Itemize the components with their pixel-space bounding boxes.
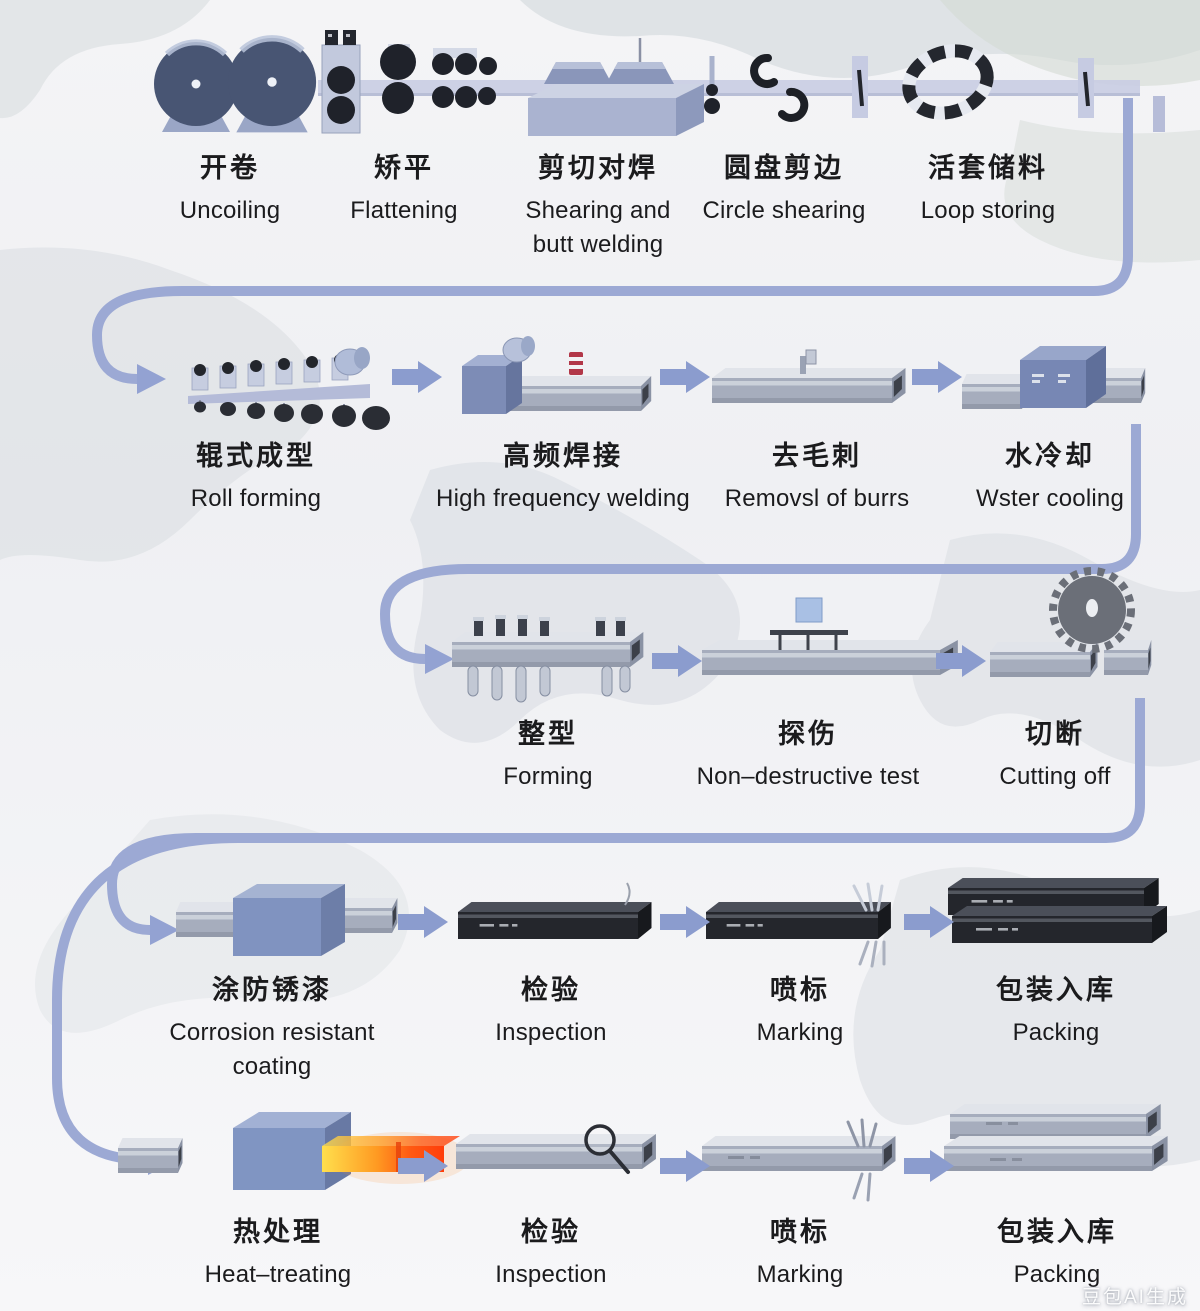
label-coating-en: Corrosion resistant coating	[169, 1019, 375, 1081]
label-forming: 整型 Forming	[503, 712, 592, 794]
label-roll-forming-en: Roll forming	[190, 485, 322, 512]
forming-machine-icon	[452, 615, 644, 703]
label-inspection1-zh: 检验	[521, 975, 581, 1005]
label-heat-treating: 热处理 Heat–treating	[205, 1210, 352, 1292]
label-removal-of-burrs: 去毛刺 Removsl of burrs	[725, 434, 910, 516]
label-ndt: 探伤 Non–destructive test	[697, 712, 920, 794]
flow-arrowhead-2	[425, 644, 454, 674]
cutting-machine-icon	[990, 567, 1152, 677]
label-marking2-zh: 喷标	[769, 1217, 830, 1247]
label-inspection1-en: Inspection	[495, 1019, 607, 1046]
heat-treating-machine-icon	[118, 1112, 470, 1190]
label-flattening-en: Flattening	[350, 197, 458, 224]
label-loop-storing-en: Loop storing	[920, 197, 1056, 224]
label-marking2-en: Marking	[756, 1261, 844, 1288]
label-packing2-zh: 包装入库	[997, 1217, 1117, 1247]
label-inspection-2: 检验 Inspection	[495, 1210, 606, 1292]
label-burrs-en: Removsl of burrs	[724, 485, 910, 512]
label-heat-treating-zh: 热处理	[232, 1217, 323, 1247]
flow-line-4	[52, 833, 239, 1165]
high-frequency-welding-machine-icon	[462, 336, 652, 414]
label-roll-forming: 辊式成型 Roll forming	[191, 434, 321, 516]
label-water-cooling-en: Wster cooling	[976, 485, 1124, 512]
label-uncoiling-en: Uncoiling	[179, 197, 281, 224]
label-cutting-off-zh: 切断	[1024, 719, 1085, 749]
label-marking-1: 喷标 Marking	[757, 968, 844, 1050]
label-high-frequency-welding: 高频焊接 High frequency welding	[436, 434, 690, 516]
flow-line-2	[379, 424, 1141, 664]
label-cutting-off: 切断 Cutting off	[999, 712, 1110, 794]
step-arrow	[660, 906, 710, 938]
label-forming-en: Forming	[503, 763, 593, 790]
inspection-magnifier-icon	[456, 1124, 656, 1174]
label-shearing-en: Shearing and butt welding	[525, 197, 671, 259]
label-inspection-1: 检验 Inspection	[495, 968, 606, 1050]
inspection-tube-icon	[458, 882, 652, 939]
label-roll-forming-zh: 辊式成型	[195, 441, 316, 471]
label-uncoiling: 开卷 Uncoiling	[180, 146, 281, 228]
label-shearing-butt-welding: 剪切对焊 Shearing and butt welding	[503, 146, 693, 262]
label-water-cooling-zh: 水冷却	[1004, 441, 1095, 471]
label-packing1-en: Packing	[1012, 1019, 1100, 1046]
label-heat-treating-en: Heat–treating	[204, 1261, 352, 1288]
label-corrosion-coating: 涂防锈漆 Corrosion resistant coating	[162, 968, 382, 1084]
flow-line-1	[91, 98, 1133, 384]
flow-arrowhead-1	[137, 364, 166, 394]
loop-storing-icon	[902, 44, 1094, 120]
label-marking1-zh: 喷标	[769, 975, 830, 1005]
label-shearing-zh: 剪切对焊	[538, 153, 658, 183]
label-coating-zh: 涂防锈漆	[212, 975, 332, 1005]
flow-arrowhead-3	[150, 915, 179, 945]
watermark: 豆包AI生成	[1082, 1287, 1188, 1308]
step-arrow	[912, 361, 962, 393]
label-circle-shearing: 圆盘剪边 Circle shearing	[702, 146, 865, 228]
strip-line	[318, 80, 1165, 132]
label-packing1-zh: 包装入库	[996, 975, 1116, 1005]
label-circle-shearing-zh: 圆盘剪边	[723, 153, 844, 183]
label-marking1-en: Marking	[756, 1019, 844, 1046]
deburring-machine-icon	[712, 349, 906, 403]
label-burrs-zh: 去毛刺	[772, 441, 862, 471]
roll-forming-machine-icon	[188, 347, 390, 430]
label-flattening: 矫平 Flattening	[350, 146, 457, 228]
label-marking-2: 喷标 Marking	[757, 1210, 844, 1292]
circle-shearing-icon	[704, 54, 868, 122]
uncoiler-icon	[154, 38, 316, 132]
label-uncoiling-zh: 开卷	[200, 153, 260, 183]
flow-line-3	[106, 698, 1145, 935]
step-arrow	[660, 361, 710, 393]
label-flattening-zh: 矫平	[374, 153, 434, 183]
packing-tubes-icon	[948, 878, 1167, 943]
coating-machine-icon	[176, 884, 398, 956]
label-inspection2-zh: 检验	[521, 1217, 581, 1247]
marking-machine-icon	[706, 882, 891, 968]
water-cooling-machine-icon	[962, 346, 1146, 409]
label-forming-zh: 整型	[517, 719, 578, 749]
label-circle-shearing-en: Circle shearing	[702, 197, 866, 224]
label-packing-2: 包装入库 Packing	[997, 1210, 1117, 1292]
label-hf-welding-en: High frequency welding	[436, 485, 690, 512]
flow-lines	[52, 98, 1145, 1165]
label-packing-1: 包装入库 Packing	[996, 968, 1116, 1050]
label-hf-welding-zh: 高频焊接	[502, 441, 623, 471]
label-loop-storing: 活套储料 Loop storing	[921, 146, 1056, 228]
label-inspection2-en: Inspection	[495, 1261, 607, 1288]
label-packing2-en: Packing	[1013, 1261, 1101, 1288]
label-water-cooling: 水冷却 Wster cooling	[976, 434, 1124, 516]
packing-tubes-2-icon	[944, 1104, 1168, 1171]
ndt-machine-icon	[702, 597, 958, 675]
flattening-machine-icon	[321, 30, 497, 134]
step-arrow	[392, 361, 442, 393]
label-ndt-zh: 探伤	[778, 719, 838, 749]
marking-machine-2-icon	[702, 1118, 896, 1202]
label-loop-storing-zh: 活套储料	[928, 153, 1048, 183]
label-ndt-en: Non–destructive test	[696, 763, 920, 790]
label-cutting-off-en: Cutting off	[999, 763, 1111, 790]
shearing-butt-welding-machine-icon	[528, 38, 704, 136]
